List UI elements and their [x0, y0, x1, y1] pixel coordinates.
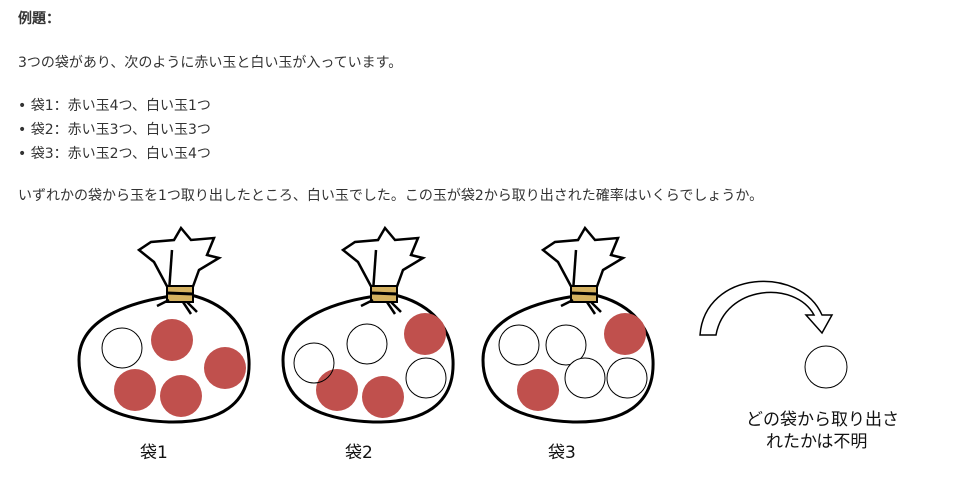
question-text: いずれかの袋から玉を1つ取り出したところ、白い玉でした。この玉が袋2から取り出さ… — [18, 188, 764, 204]
bag-label: 袋2 — [345, 443, 373, 463]
bag-label: 袋1 — [140, 443, 168, 463]
unknown-white-ball — [804, 345, 848, 389]
caption-line2: れたかは不明 — [766, 432, 867, 452]
bag-label: 袋3 — [548, 443, 576, 463]
caption-line1: どの袋から取り出さ — [746, 410, 899, 430]
list-item: • 袋1：赤い玉4つ、白い玉1つ — [18, 98, 211, 114]
list-item-text: 袋2：赤い玉3つ、白い玉3つ — [30, 122, 211, 138]
bag-2: 袋2 — [281, 226, 455, 463]
bag-3: 袋3 — [481, 226, 655, 463]
list-item-text: 袋1：赤い玉4つ、白い玉1つ — [30, 98, 211, 114]
list-item: • 袋3：赤い玉2つ、白い玉4つ — [18, 146, 211, 162]
intro-text: 3つの袋があり、次のように赤い玉と白い玉が入っています。 — [18, 55, 403, 71]
bag-1: 袋1 — [77, 226, 251, 463]
example-heading: 例題： — [18, 11, 60, 27]
list-item-text: 袋3：赤い玉2つ、白い玉4つ — [30, 146, 211, 162]
list-item: • 袋2：赤い玉3つ、白い玉3つ — [18, 122, 211, 138]
curved-arrow-icon — [699, 280, 834, 336]
